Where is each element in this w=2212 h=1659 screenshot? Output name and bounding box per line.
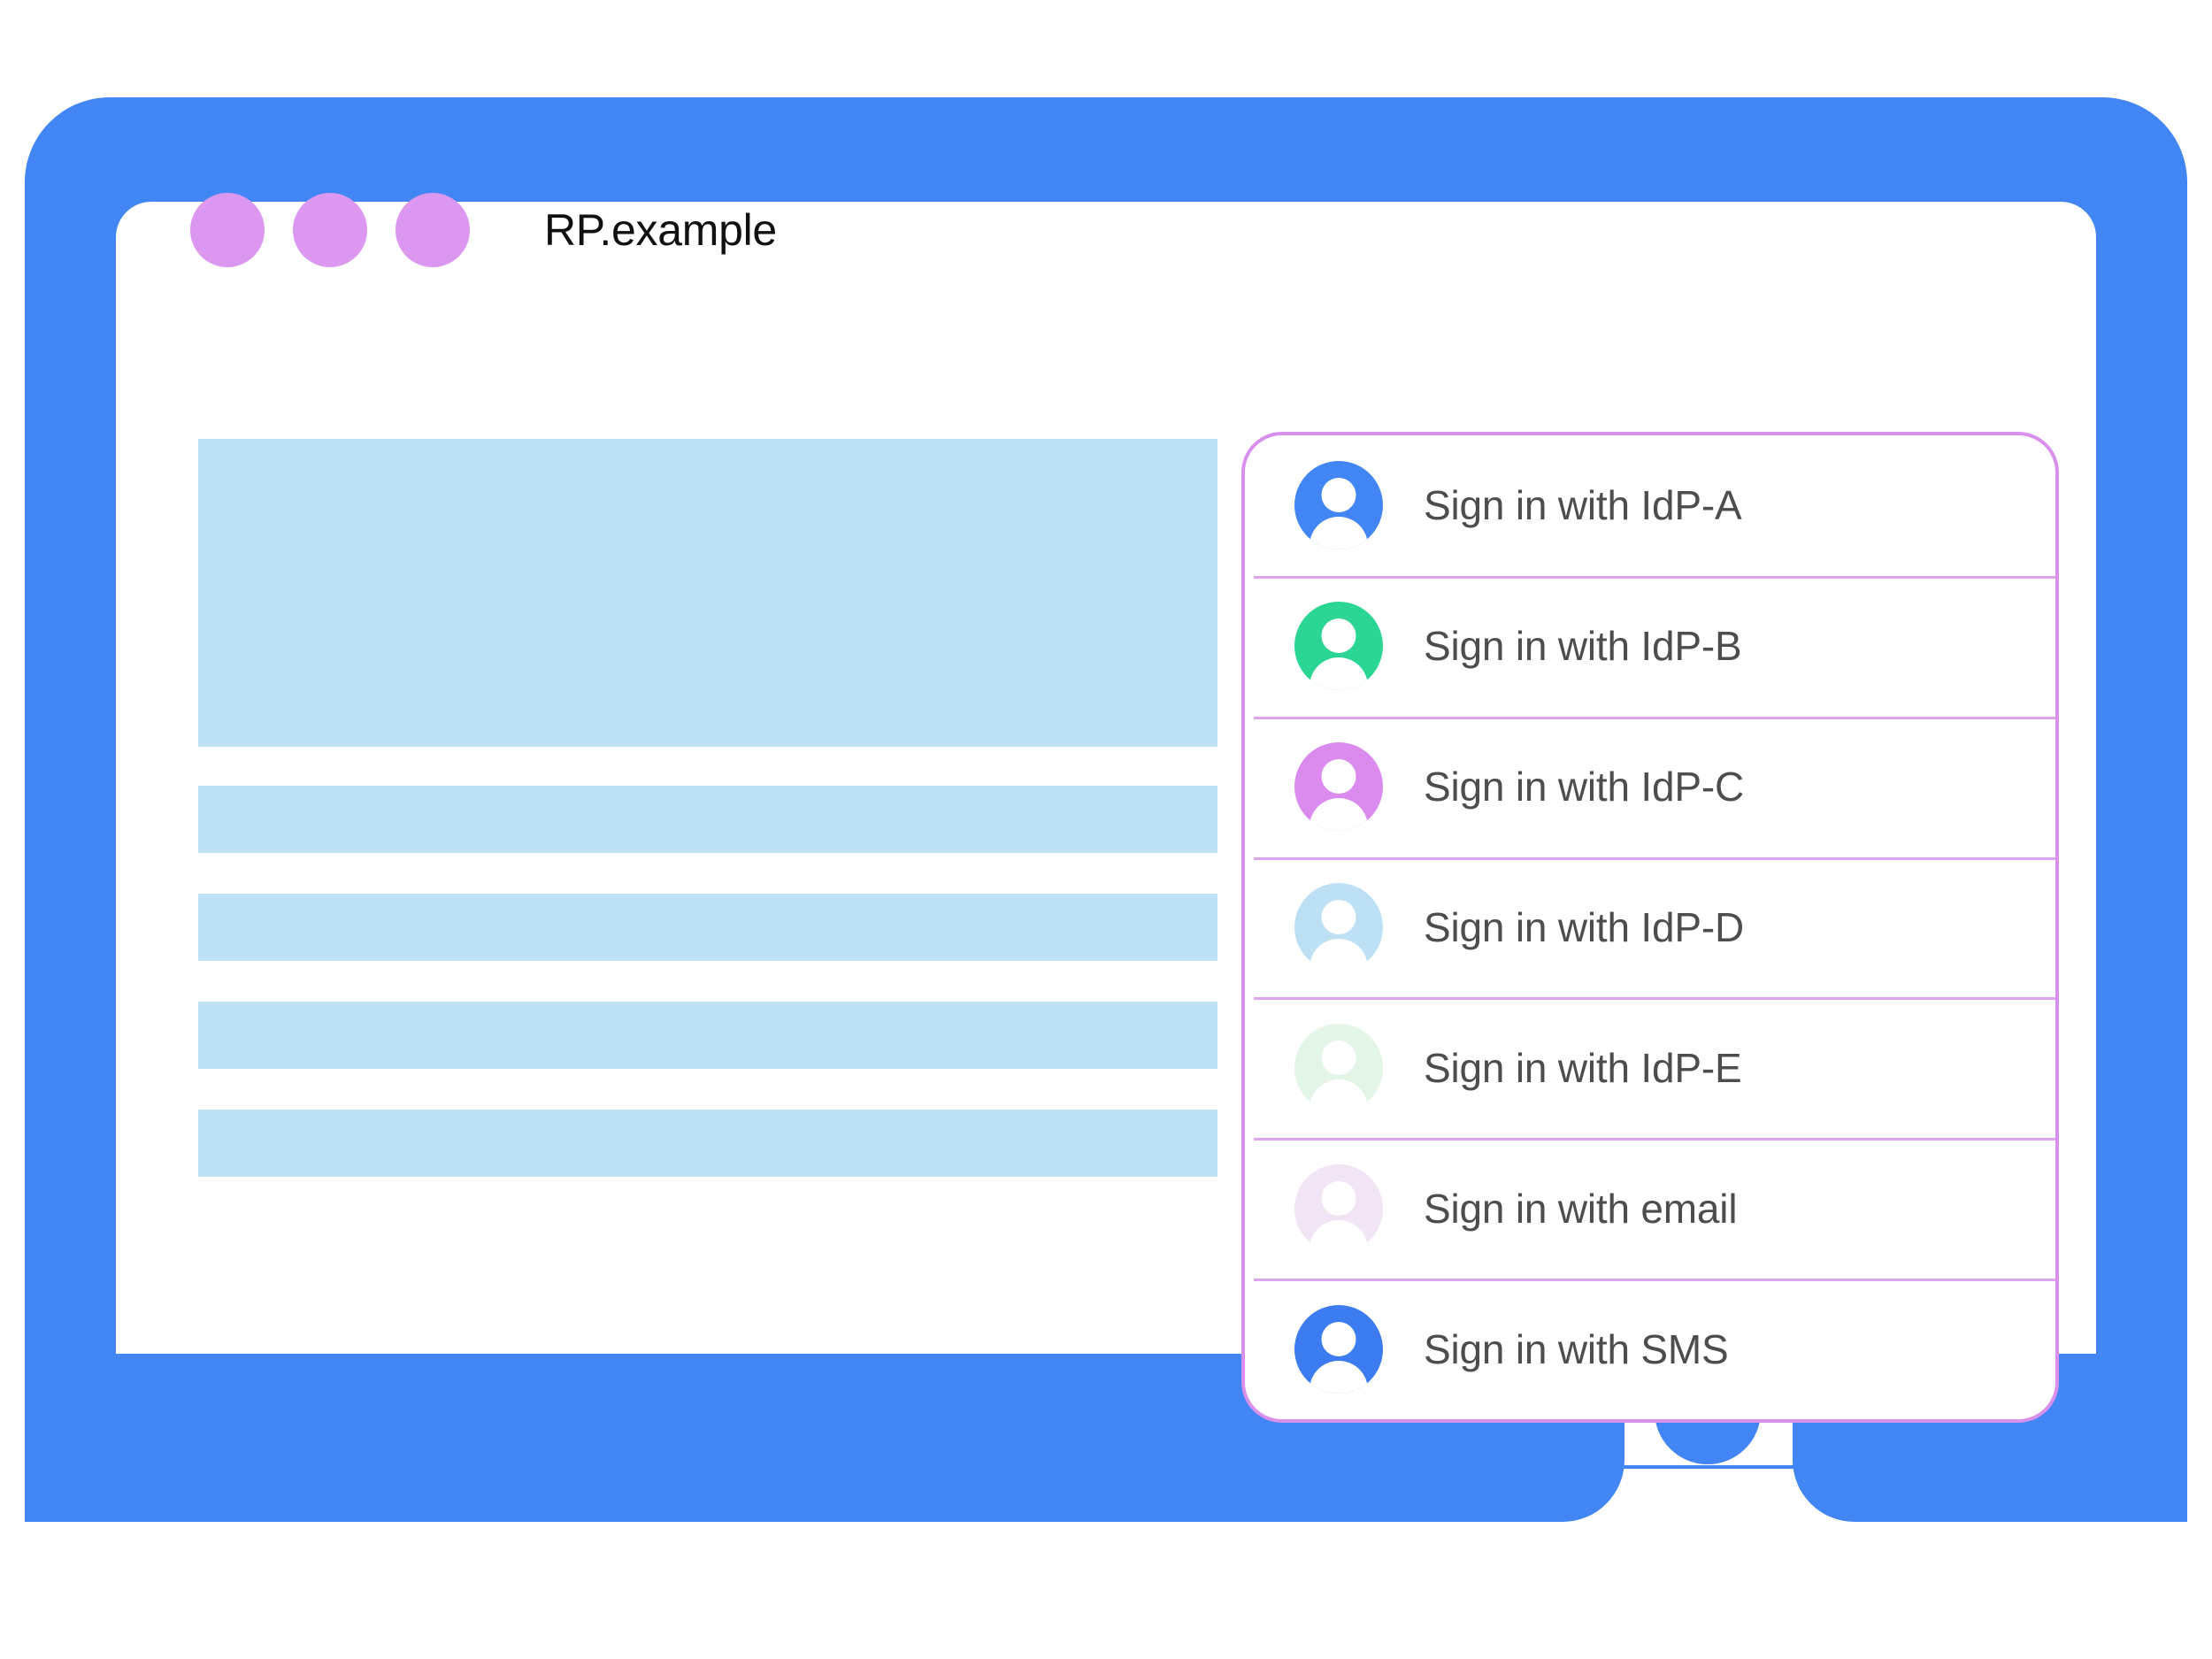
signin-option-label: Sign in with IdP-A xyxy=(1424,482,1742,529)
account-circle-icon xyxy=(1294,461,1383,550)
content-placeholder-bar-3 xyxy=(198,1002,1217,1069)
content-placeholder-group xyxy=(198,439,1217,1177)
window-dot-1[interactable] xyxy=(190,193,265,267)
signin-option-email[interactable]: Sign in with email xyxy=(1245,1138,2055,1279)
signin-chooser-panel: Sign in with IdP-A Sign in with IdP-B Si… xyxy=(1241,432,2059,1423)
signin-option-label: Sign in with IdP-D xyxy=(1424,904,1744,950)
window-dot-2[interactable] xyxy=(293,193,367,267)
account-circle-icon xyxy=(1294,1304,1383,1394)
signin-option-label: Sign in with IdP-C xyxy=(1424,764,1744,810)
signin-option-sms[interactable]: Sign in with SMS xyxy=(1245,1279,2055,1419)
content-placeholder-bar-2 xyxy=(198,894,1217,961)
signin-option-idp-b[interactable]: Sign in with IdP-B xyxy=(1245,575,2055,717)
signin-option-label: Sign in with IdP-B xyxy=(1424,623,1742,670)
account-circle-icon xyxy=(1294,602,1383,691)
content-placeholder-bar-4 xyxy=(198,1110,1217,1177)
browser-title-bar: RP.example xyxy=(91,159,2071,301)
account-circle-icon xyxy=(1294,742,1383,832)
content-placeholder-hero xyxy=(198,439,1217,747)
signin-option-idp-e[interactable]: Sign in with IdP-E xyxy=(1245,997,2055,1138)
account-circle-icon xyxy=(1294,1164,1383,1253)
signin-option-label: Sign in with SMS xyxy=(1424,1325,1729,1372)
account-circle-icon xyxy=(1294,883,1383,972)
signin-option-label: Sign in with IdP-E xyxy=(1424,1044,1742,1091)
account-circle-icon xyxy=(1294,1023,1383,1112)
signin-option-idp-d[interactable]: Sign in with IdP-D xyxy=(1245,856,2055,998)
signin-option-list: Sign in with IdP-A Sign in with IdP-B Si… xyxy=(1245,435,2055,1419)
signin-option-idp-c[interactable]: Sign in with IdP-C xyxy=(1245,716,2055,857)
window-dot-3[interactable] xyxy=(396,193,470,267)
content-placeholder-bar-1 xyxy=(198,786,1217,853)
signin-option-idp-a[interactable]: Sign in with IdP-A xyxy=(1245,435,2055,576)
signin-option-label: Sign in with email xyxy=(1424,1185,1738,1232)
page-title: RP.example xyxy=(544,205,777,255)
